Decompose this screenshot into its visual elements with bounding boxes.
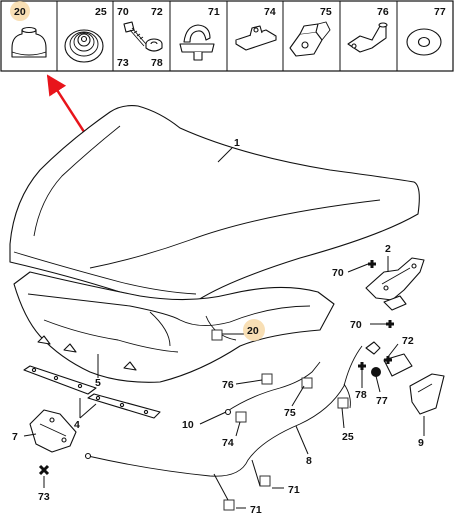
cell-label: 73 [117, 57, 129, 69]
cell-label: 77 [434, 6, 446, 18]
callout-5: 5 [95, 377, 101, 389]
callout-72: 72 [402, 335, 414, 347]
header-cell-20[interactable]: 20 [10, 1, 47, 58]
hood-inner-frame [13, 271, 335, 383]
cell-label: 71 [208, 6, 220, 18]
callout-10: 10 [182, 419, 194, 431]
latch-hook-parts[interactable] [358, 341, 445, 415]
leader-lines [23, 147, 425, 509]
header-cell-25[interactable]: 25 [64, 6, 107, 63]
header-cell-70-72-73-78[interactable]: 70 72 73 78 [117, 6, 163, 69]
release-cable[interactable] [84, 345, 363, 477]
callout-71-upper: 71 [288, 484, 300, 496]
rod-clip-icon [235, 25, 277, 51]
screw-cross-icon [38, 464, 50, 476]
bonnet-hood[interactable] [9, 105, 420, 301]
callout-labels: 1 2 70 70 20 72 5 76 78 77 4 75 10 7 74 … [12, 137, 424, 516]
callout-70-lower: 70 [350, 319, 362, 331]
callout-70-upper: 70 [332, 267, 344, 279]
callout-4: 4 [74, 419, 80, 431]
cell-label: 78 [151, 57, 163, 69]
cell-label: 25 [95, 6, 107, 18]
washer-icon [406, 28, 442, 56]
part-position-markers [211, 329, 349, 511]
callout-77: 77 [376, 395, 388, 407]
header-cell-75[interactable]: 75 [289, 6, 332, 57]
cell-label: 76 [377, 6, 389, 18]
callout-1: 1 [234, 137, 240, 149]
callout-75: 75 [284, 407, 296, 419]
callout-9: 9 [418, 437, 424, 449]
callout-25: 25 [342, 431, 354, 443]
seal-strips[interactable] [23, 365, 161, 419]
cell-label: 70 [117, 6, 129, 18]
bump-stop-icon [11, 26, 47, 58]
highlight-marker [243, 319, 265, 341]
cell-label: 75 [320, 6, 332, 18]
callout-20: 20 [247, 325, 259, 337]
bonnet-lock[interactable] [29, 409, 77, 476]
parts-header-strip: 20 25 70 72 73 78 [0, 0, 454, 72]
callout-78: 78 [355, 389, 367, 401]
screw-cross-icon [386, 320, 394, 328]
push-rivet-icon [347, 22, 388, 53]
cell-label: 74 [264, 6, 276, 18]
header-cell-74[interactable]: 74 [235, 6, 277, 51]
cell-label: 20 [14, 6, 26, 18]
callout-8: 8 [306, 455, 312, 467]
callout-2: 2 [385, 243, 391, 255]
highlight-marker [10, 1, 30, 21]
cell-label: 72 [151, 6, 163, 18]
callout-74: 74 [222, 437, 234, 449]
callout-7: 7 [12, 431, 18, 443]
screw-cross-icon [368, 260, 376, 268]
header-cell-76[interactable]: 76 [347, 6, 389, 53]
screw-washer-icon [123, 21, 163, 52]
hinge-assembly[interactable] [365, 257, 425, 328]
grommet-icon [64, 29, 104, 63]
callout-73: 73 [38, 491, 50, 503]
header-cell-71[interactable]: 71 [179, 6, 220, 61]
callout-71-lower: 71 [250, 504, 262, 516]
rod-holder-icon [289, 21, 331, 57]
washer-dot-icon [371, 367, 381, 377]
cable-clip-icon [179, 24, 215, 61]
header-cell-77[interactable]: 77 [406, 6, 446, 56]
callout-76: 76 [222, 379, 234, 391]
